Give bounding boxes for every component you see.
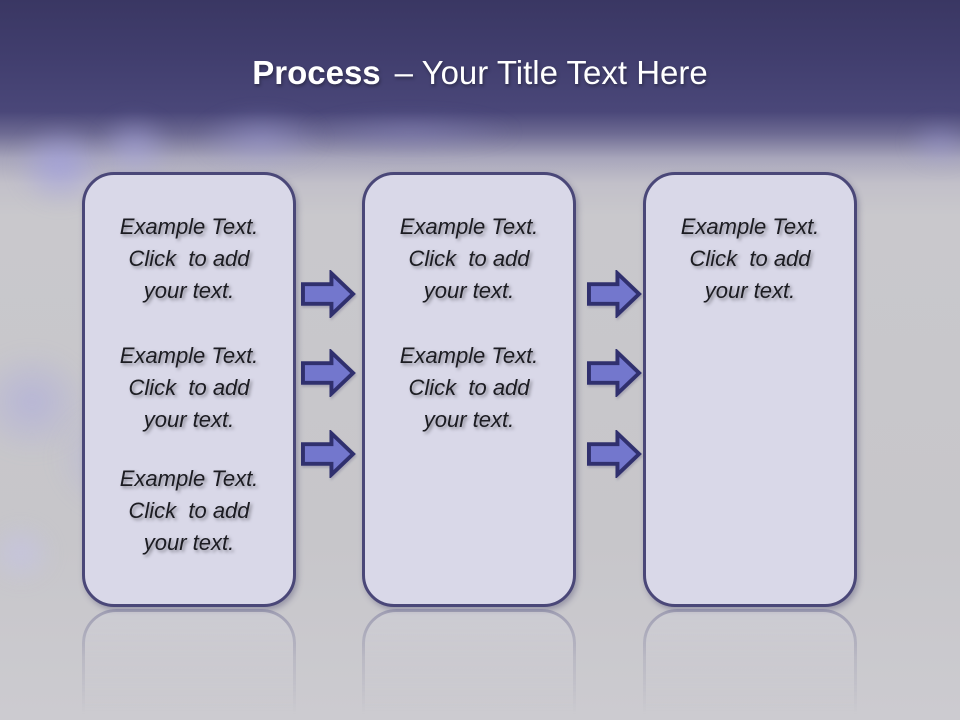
- text-line: Example Text.: [399, 214, 539, 239]
- text-line: your text.: [704, 278, 796, 303]
- text-line: your text.: [143, 278, 235, 303]
- text-placeholder[interactable]: Example Text. Click to add your text.: [85, 463, 293, 559]
- box-reflection: [362, 609, 576, 720]
- bokeh-blob: [905, 118, 960, 168]
- slide-title: Process – Your Title Text Here: [0, 52, 960, 94]
- text-line: Click to add: [128, 246, 250, 271]
- arrow-right-icon: [301, 270, 356, 318]
- bokeh-blob: [0, 520, 56, 586]
- process-box-2: Example Text. Click to add your text. Ex…: [362, 172, 576, 607]
- text-line: your text.: [423, 407, 515, 432]
- box-reflection: [82, 609, 296, 720]
- text-line: Click to add: [689, 246, 811, 271]
- bokeh-blob: [196, 108, 326, 170]
- process-box-1: Example Text. Click to add your text. Ex…: [82, 172, 296, 607]
- slide-title-text: – Your Title Text Here: [394, 54, 708, 91]
- bokeh-blob: [0, 348, 92, 456]
- text-placeholder[interactable]: Example Text. Click to add your text.: [365, 211, 573, 307]
- text-placeholder[interactable]: Example Text. Click to add your text.: [646, 211, 854, 307]
- bokeh-blob: [300, 112, 520, 152]
- arrow-right-icon: [587, 430, 642, 478]
- arrow-right-icon: [301, 430, 356, 478]
- text-placeholder[interactable]: Example Text. Click to add your text.: [365, 340, 573, 436]
- text-line: Example Text.: [399, 343, 539, 368]
- text-line: Click to add: [408, 375, 530, 400]
- text-line: Click to add: [128, 375, 250, 400]
- text-line: Click to add: [408, 246, 530, 271]
- text-line: Example Text.: [119, 214, 259, 239]
- arrow-right-icon: [587, 270, 642, 318]
- text-line: your text.: [423, 278, 515, 303]
- text-line: your text.: [143, 530, 235, 555]
- box-reflection: [643, 609, 857, 720]
- arrow-right-icon: [587, 349, 642, 397]
- text-line: Example Text.: [119, 466, 259, 491]
- slide-title-topic: Process: [252, 54, 381, 91]
- process-box-3: Example Text. Click to add your text.: [643, 172, 857, 607]
- arrow-right-icon: [301, 349, 356, 397]
- text-placeholder[interactable]: Example Text. Click to add your text.: [85, 211, 293, 307]
- text-line: your text.: [143, 407, 235, 432]
- text-line: Click to add: [128, 498, 250, 523]
- text-line: Example Text.: [119, 343, 259, 368]
- text-placeholder[interactable]: Example Text. Click to add your text.: [85, 340, 293, 436]
- text-line: Example Text.: [680, 214, 820, 239]
